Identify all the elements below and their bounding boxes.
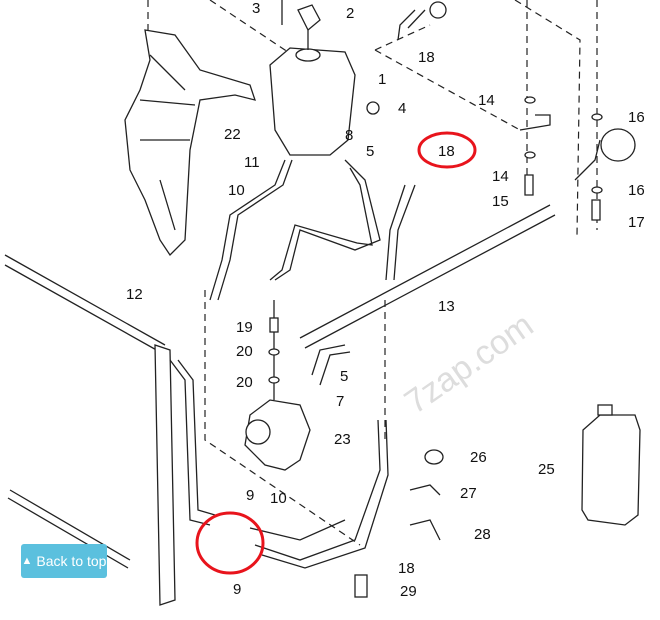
callout-22: 22 [224, 126, 241, 143]
callout-9: 9 [233, 581, 241, 598]
callout-20: 20 [236, 374, 253, 391]
callout-10: 10 [270, 490, 287, 507]
callout-18: 18 [398, 560, 415, 577]
callout-1: 1 [378, 71, 386, 88]
callout-18: 18 [418, 49, 435, 66]
callout-18: 18 [438, 143, 455, 160]
callout-28: 28 [474, 526, 491, 543]
diagram-lines [4, 0, 641, 606]
callout-8: 8 [345, 127, 353, 144]
back-to-top-button[interactable]: ▲ Back to top [21, 544, 107, 578]
callout-23: 23 [334, 431, 351, 448]
chevron-up-icon: ▲ [21, 555, 33, 567]
watermark: 7zap.com [398, 306, 541, 422]
callout-7: 7 [336, 393, 344, 410]
back-to-top-label: Back to top [36, 553, 107, 569]
callout-11: 11 [244, 154, 260, 171]
callout-14: 14 [492, 168, 509, 185]
callout-4: 4 [398, 100, 406, 117]
highlight-circle-part-18 [417, 131, 477, 169]
callout-17: 17 [628, 214, 645, 231]
callout-16: 16 [628, 182, 645, 199]
callout-5: 5 [366, 143, 374, 160]
callout-3: 3 [252, 0, 260, 17]
callout-26: 26 [470, 449, 487, 466]
callout-13: 13 [438, 298, 455, 315]
callout-27: 27 [460, 485, 477, 502]
callout-5: 5 [340, 368, 348, 385]
callout-14: 14 [478, 92, 495, 109]
callout-16: 16 [628, 109, 645, 126]
callout-19: 19 [236, 319, 253, 336]
callout-20: 20 [236, 343, 253, 360]
callout-2: 2 [346, 5, 354, 22]
callout-15: 15 [492, 193, 509, 210]
callout-25: 25 [538, 461, 555, 478]
callout-12: 12 [126, 286, 143, 303]
callout-10: 10 [228, 182, 245, 199]
callout-9: 9 [246, 487, 254, 504]
callout-29: 29 [400, 583, 417, 600]
highlight-marks [195, 131, 477, 575]
highlight-circle-part-9 [195, 511, 265, 575]
